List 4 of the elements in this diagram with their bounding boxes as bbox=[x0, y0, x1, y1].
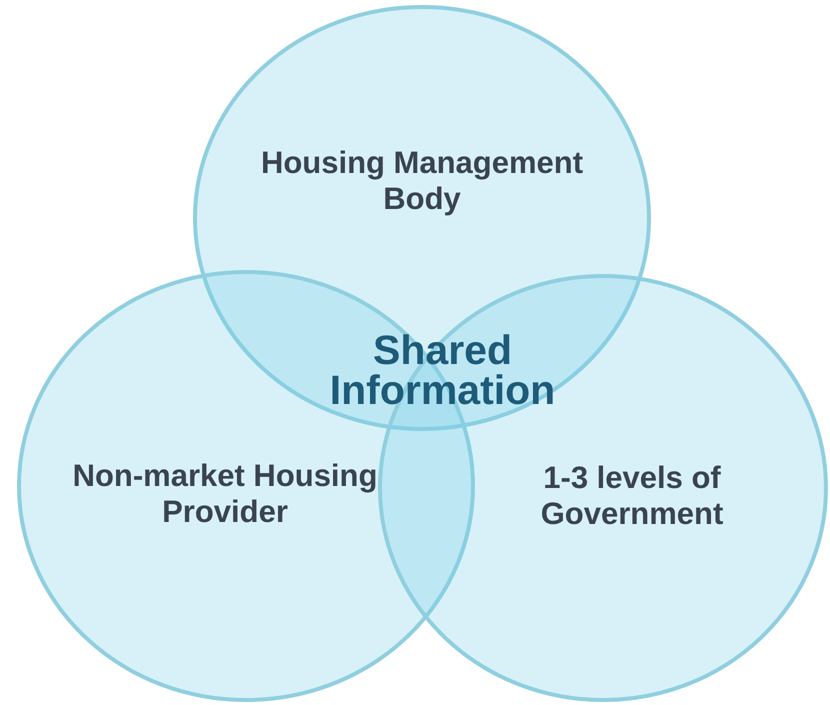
circle-label: Housing Management Body bbox=[260, 145, 584, 217]
center-label: Shared Information bbox=[328, 330, 556, 410]
circle-label: Non-market Housing Provider bbox=[72, 458, 378, 530]
circle-label: 1-3 levels of Government bbox=[540, 460, 724, 532]
